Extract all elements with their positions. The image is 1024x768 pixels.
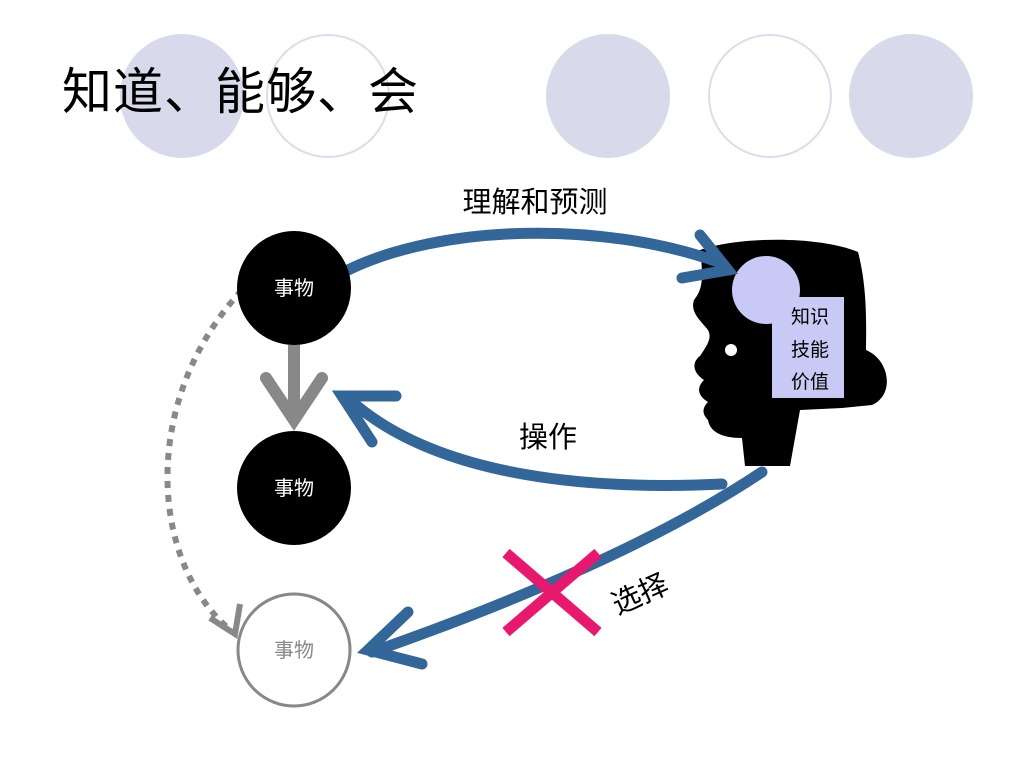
knowledge-box [772, 297, 844, 398]
head-eye [725, 344, 737, 356]
knowledge-label: 知识 [791, 306, 829, 328]
cross-mark-icon [502, 548, 602, 637]
decor-circle-4 [708, 34, 832, 158]
understand-arrowhead [676, 229, 739, 284]
decor-circle-3 [546, 34, 670, 158]
decor-circle-1 [120, 34, 244, 158]
thing-node-middle [237, 431, 351, 545]
thing-node-bottom [236, 592, 352, 708]
operate-arrow [344, 394, 728, 491]
choose-arrowhead [357, 606, 428, 670]
operate-arrowhead [331, 390, 402, 448]
slide-title: 知道、能够、会 [62, 63, 419, 121]
decor-circle-2 [266, 34, 390, 158]
thing-node-middle-label: 事物 [274, 476, 314, 500]
decor-circle-5 [849, 34, 973, 158]
choose-arrow [366, 466, 768, 658]
thing-node-bottom-label: 事物 [274, 638, 314, 662]
skill-label: 技能 [791, 339, 829, 361]
implicit-change-arrowhead [208, 603, 243, 639]
value-label: 价值 [791, 371, 829, 393]
understand-arrow [342, 227, 724, 276]
person-head-icon: 知识 技能 价值 [693, 239, 887, 466]
thing-node-top-label: 事物 [274, 276, 314, 300]
state-change-arrowhead [260, 372, 328, 431]
understand-label: 理解和预测 [462, 185, 607, 219]
implicit-change-arrow [164, 287, 245, 631]
choose-label: 选择 [607, 567, 674, 622]
thing-node-top [237, 231, 351, 345]
operate-label: 操作 [519, 420, 577, 454]
